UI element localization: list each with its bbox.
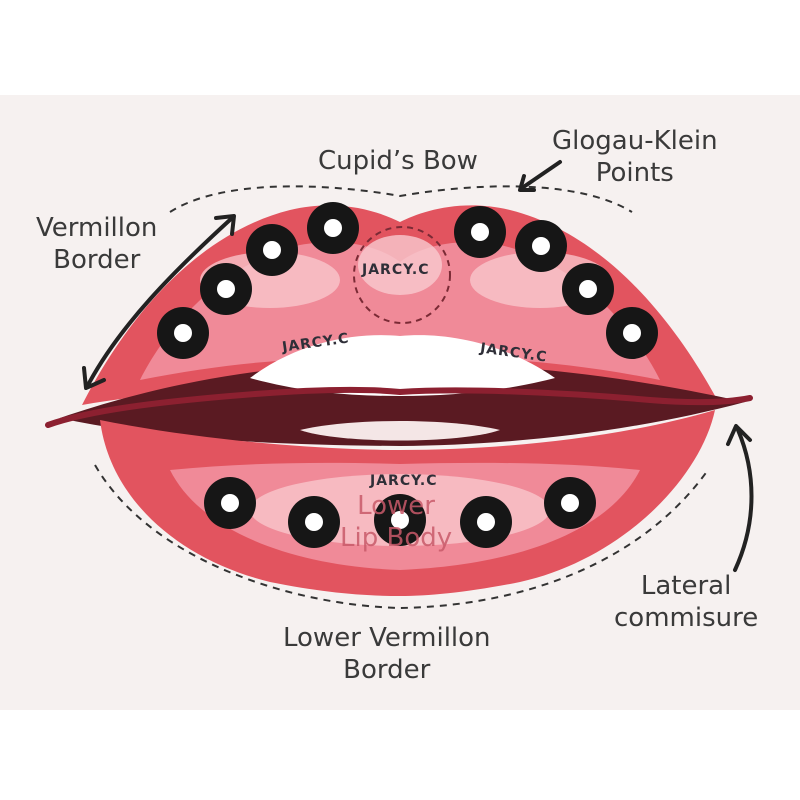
vermillon-border-line2: Border xyxy=(53,245,141,275)
glogau-klein-line2: Points xyxy=(595,158,674,188)
lower-lip-body-line1: Lower xyxy=(357,491,435,521)
vermillon-border-label: Vermillon Border xyxy=(36,212,157,276)
lower-injection-points xyxy=(204,477,596,548)
upper-dashed-outline xyxy=(169,185,633,213)
cupids-bow-label: Cupid’s Bow xyxy=(318,145,478,177)
vermillon-border-arrowhead-bottom xyxy=(82,366,106,390)
upper-teeth xyxy=(250,335,555,396)
glogau-klein-line1: Glogau-Klein xyxy=(552,126,718,156)
lower-lip-body-label: Lower Lip Body xyxy=(340,490,452,554)
watermark: JARCY.C xyxy=(370,473,438,489)
lower-lip-body-line2: Lip Body xyxy=(340,523,453,553)
lateral-commisure-arrow xyxy=(733,428,754,572)
lateral-commisure-line1: Lateral xyxy=(640,571,732,601)
glogau-klein-arrow xyxy=(520,160,562,190)
lower-vermillon-border-label: Lower Vermillon Border xyxy=(283,622,491,686)
lower-vermillon-border-line1: Lower Vermillon xyxy=(283,623,491,653)
vermillon-border-double-arrow xyxy=(86,216,234,387)
lower-dashed-outline xyxy=(94,464,709,610)
glogau-klein-points-label: Glogau-Klein Points xyxy=(552,125,718,189)
lateral-commisure-line2: commisure xyxy=(614,603,759,633)
lower-teeth xyxy=(300,421,500,441)
lip-line xyxy=(45,386,753,428)
cupids-bow-text: Cupid’s Bow xyxy=(318,146,478,176)
glogau-klein-arrowhead xyxy=(518,174,536,192)
lateral-commisure-arrowhead xyxy=(726,424,752,446)
vermillon-border-arrowhead-top xyxy=(214,214,236,236)
lower-vermillon-border-line2: Border xyxy=(343,655,431,685)
vermillon-border-line1: Vermillon xyxy=(36,213,158,243)
cupids-bow-dashed-circle xyxy=(353,226,451,324)
cupids-bow-gloss xyxy=(358,235,442,295)
mouth-opening xyxy=(60,363,745,446)
lateral-commisure-label: Lateral commisure xyxy=(614,570,758,634)
upper-injection-points xyxy=(157,202,658,359)
watermark: JARCY.C xyxy=(362,262,430,278)
